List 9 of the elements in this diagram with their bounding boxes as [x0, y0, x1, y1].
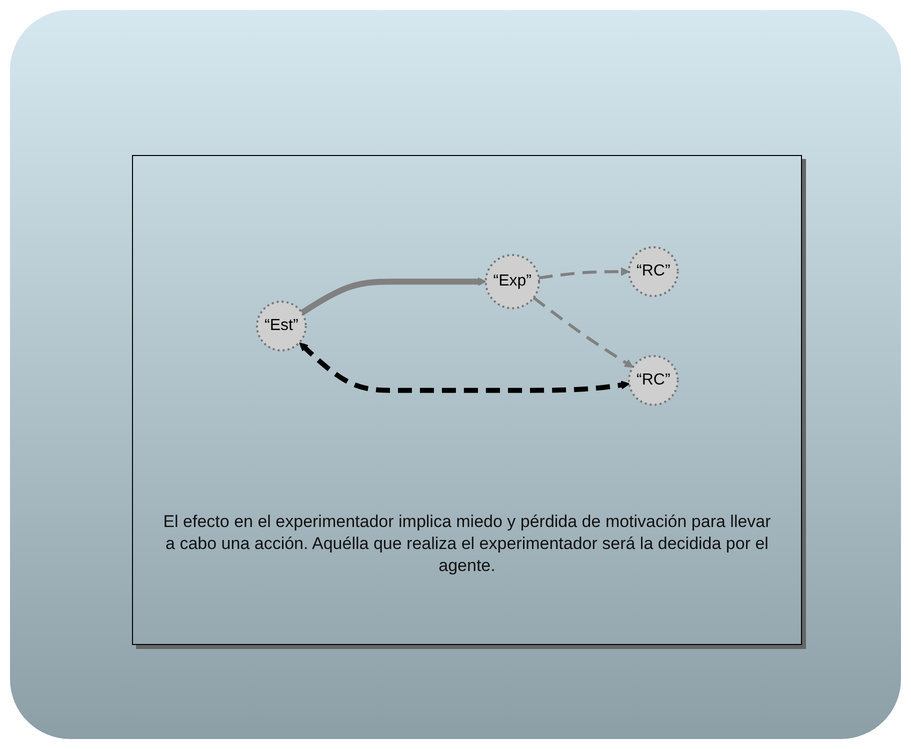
arrow [300, 277, 486, 316]
node-circle [628, 246, 678, 297]
node-circle [484, 254, 540, 310]
caption: El efecto en el experimentador implica miedo y pérdida de motivación para llevar a cabo una acción. Aquélla que realiza el experimentador será la decidida por el agente. [163, 511, 771, 578]
node-circle [256, 300, 306, 352]
arrow [298, 342, 630, 393]
arrow [538, 267, 630, 280]
node-circle [628, 355, 678, 406]
arrow [532, 296, 633, 368]
